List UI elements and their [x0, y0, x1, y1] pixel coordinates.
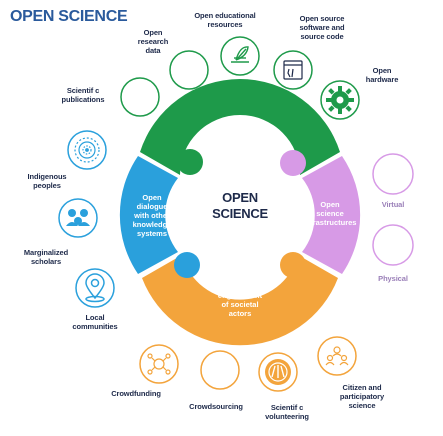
- code-window-icon: [283, 60, 303, 80]
- center-label: OPEN SCIENCE: [212, 190, 268, 221]
- educational-resources-label: Open educational resources: [194, 11, 256, 29]
- segment-knowledge-label: Open scientif c knowledge: [220, 117, 260, 144]
- volunteering-hands-icon: [265, 359, 291, 385]
- segment-dialogue-label: Open dialogue with other knowledge syste…: [132, 193, 172, 238]
- location-pin-icon: [85, 273, 105, 303]
- knob-top-left: [177, 149, 203, 175]
- crowdsourcing-circle: [200, 350, 240, 390]
- local-communities-circle: [75, 268, 115, 308]
- research-data-circle: [169, 50, 209, 90]
- citizen-science-label: Citizen and participatory science: [339, 383, 385, 410]
- segment-dialogue-shape: [119, 156, 178, 274]
- physical-label: Physical: [378, 274, 408, 283]
- ring: [119, 79, 361, 346]
- marginalized-scholars-label: Marginalized scholars: [23, 248, 69, 266]
- concentric-pattern-icon: [74, 137, 100, 163]
- segment-infrastructures-label: Open science infrastructures: [303, 200, 357, 227]
- center-disc: [192, 167, 288, 263]
- leaf-book-icon: [231, 46, 249, 63]
- open-hardware-label: Open hardware: [365, 66, 399, 84]
- scientific-publications-circle: [120, 77, 160, 117]
- knob-top-right: [280, 150, 306, 176]
- crowdfunding-circle: [139, 344, 179, 384]
- gear-icon: [326, 86, 354, 114]
- source-software-label: Open source software and source code: [299, 14, 345, 41]
- virtual-label: Virtual: [381, 200, 405, 209]
- crowdsourcing-label: Crowdsourcing: [189, 402, 243, 411]
- virtual-circle: [372, 153, 414, 195]
- page-title: OPEN SCIENCE: [10, 8, 128, 25]
- segment-knowledge-shape: [140, 79, 340, 175]
- scientific-volunteering-label: Scientif c volunteering: [265, 403, 309, 421]
- knob-bottom-right: [280, 252, 306, 278]
- segment-infrastructures-shape: [302, 156, 361, 274]
- citizen-science-circle: [317, 336, 357, 376]
- crowdfunding-label: Crowdfunding: [111, 389, 161, 398]
- citizen-group-icon: [325, 346, 349, 366]
- segment-engagement-label: Open engagement of societal actors: [217, 282, 263, 318]
- segment-engagement-shape: [142, 255, 338, 346]
- indigenous-peoples-label: Indigenous peoples: [27, 172, 67, 190]
- knob-bottom-left: [174, 252, 200, 278]
- people-group-icon: [66, 209, 90, 226]
- local-communities-label: Local communities: [72, 313, 118, 331]
- physical-circle: [372, 224, 414, 266]
- funding-network-icon: [147, 353, 171, 375]
- scientific-publications-label: Scientif c publications: [61, 86, 105, 104]
- research-data-label: Open research data: [137, 28, 169, 55]
